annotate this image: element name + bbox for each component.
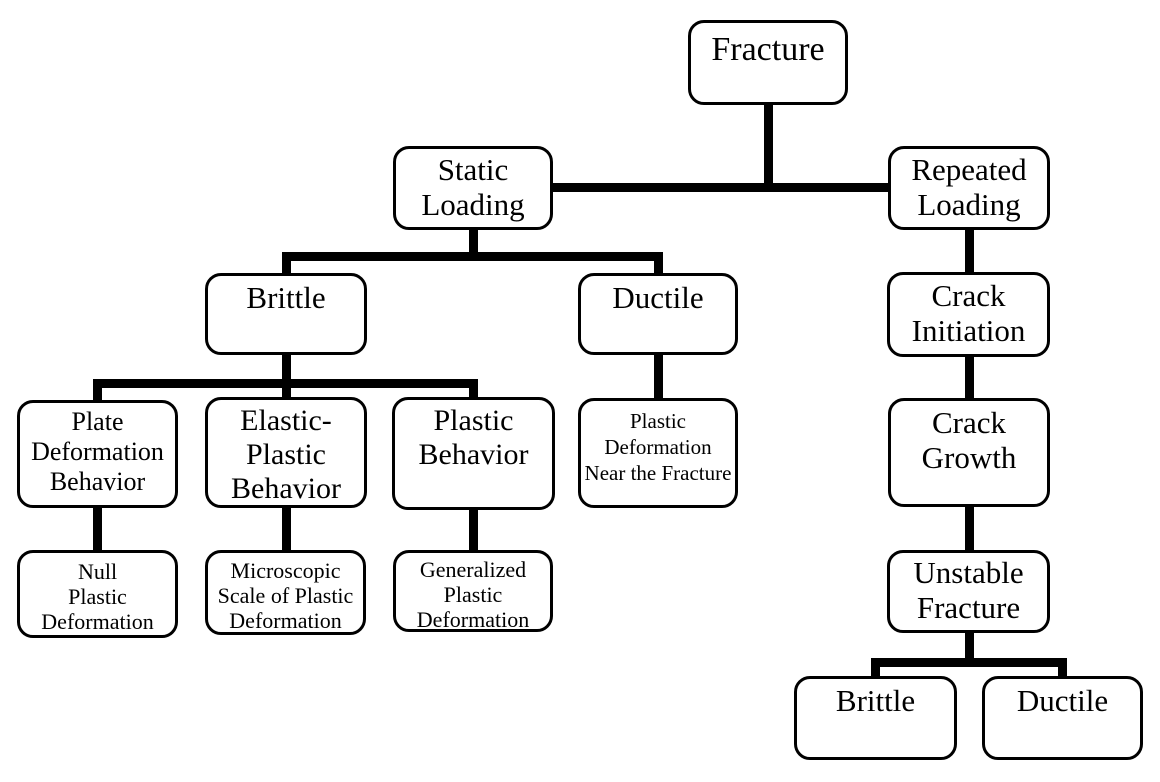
edge-brittle-drop	[282, 353, 291, 388]
edge-unstable-fracture-drop	[965, 631, 974, 659]
edge-brittle-ductile-split-horizontal	[282, 252, 663, 261]
node-plastic-deformation-near-the-fracture-label: Plastic Deformation Near the Fracture	[584, 409, 732, 485]
edge-ductile-stub	[654, 252, 663, 274]
edge-plate-stub	[93, 379, 102, 401]
node-null-plastic-deformation-label: Null Plastic Deformation	[41, 559, 154, 634]
node-elastic-plastic-behavior-label: Elastic- Plastic Behavior	[231, 404, 341, 505]
node-plastic-deformation-near-the-fracture: Plastic Deformation Near the Fracture	[578, 398, 738, 508]
node-plastic-behavior: Plastic Behavior	[392, 397, 555, 510]
node-null-plastic-deformation: Null Plastic Deformation	[17, 550, 178, 638]
edge-fracture-drop	[764, 103, 773, 192]
edge-loading-split-horizontal	[553, 183, 888, 192]
node-unstable-fracture: Unstable Fracture	[887, 550, 1050, 633]
node-static-loading: Static Loading	[393, 146, 553, 230]
edge-elastic-plastic-drop	[282, 506, 291, 551]
edge-ductile-repeated-stub	[1058, 658, 1067, 677]
edge-brittle-stub	[282, 252, 291, 274]
node-repeated-loading: Repeated Loading	[888, 146, 1050, 230]
edge-final-split-horizontal	[871, 658, 1067, 667]
node-crack-initiation-label: Crack Initiation	[911, 278, 1026, 348]
edge-ductile-drop	[654, 353, 663, 399]
edge-plastic-behavior-stub	[469, 379, 478, 398]
node-unstable-fracture-label: Unstable Fracture	[913, 555, 1024, 625]
node-plastic-behavior-label: Plastic Behavior	[418, 404, 529, 471]
node-fracture: Fracture	[688, 20, 848, 105]
node-ductile-repeated-label: Ductile	[1016, 683, 1109, 718]
node-plate-deformation-behavior: Plate Deformation Behavior	[17, 400, 178, 508]
edge-static-loading-drop	[469, 228, 478, 261]
edge-crack-initiation-drop	[965, 355, 974, 399]
node-repeated-loading-label: Repeated Loading	[911, 152, 1027, 222]
edge-repeated-loading-drop	[965, 228, 974, 273]
node-elastic-plastic-behavior: Elastic- Plastic Behavior	[205, 397, 367, 508]
node-generalized-plastic-deformation: Generalized Plastic Deformation	[393, 550, 553, 632]
edge-plate-drop	[93, 506, 102, 551]
edge-crack-growth-drop	[965, 505, 974, 551]
edge-brittle-repeated-stub	[871, 658, 880, 677]
node-fracture-label: Fracture	[711, 31, 825, 68]
node-brittle-repeated-label: Brittle	[835, 683, 916, 718]
node-generalized-plastic-deformation-label: Generalized Plastic Deformation	[416, 557, 530, 632]
node-ductile: Ductile	[578, 273, 738, 355]
node-brittle-label: Brittle	[246, 280, 326, 315]
node-microscopic-scale-of-plastic-deformation: Microscopic Scale of Plastic Deformation	[205, 550, 366, 635]
node-brittle: Brittle	[205, 273, 367, 355]
node-microscopic-scale-of-plastic-deformation-label: Microscopic Scale of Plastic Deformation	[217, 558, 354, 633]
node-static-loading-label: Static Loading	[421, 152, 525, 222]
edge-elastic-plastic-stub	[282, 379, 291, 398]
node-ductile-repeated: Ductile	[982, 676, 1143, 760]
edge-plastic-behavior-drop	[469, 508, 478, 551]
node-crack-growth: Crack Growth	[888, 398, 1050, 507]
node-ductile-label: Ductile	[612, 280, 704, 315]
node-brittle-repeated: Brittle	[794, 676, 957, 760]
node-plate-deformation-behavior-label: Plate Deformation Behavior	[31, 407, 164, 496]
node-crack-growth-label: Crack Growth	[921, 405, 1017, 475]
node-crack-initiation: Crack Initiation	[887, 272, 1050, 357]
